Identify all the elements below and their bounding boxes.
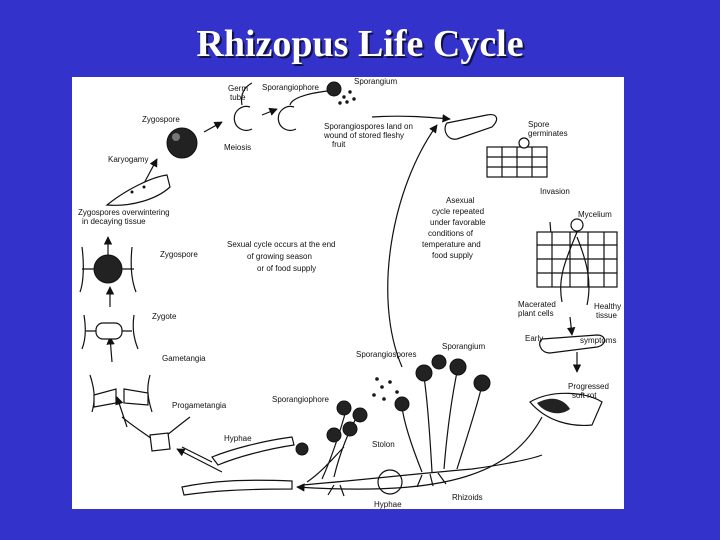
label-hyphae-bottom: Hyphae — [374, 500, 402, 509]
sporangiophore-cluster-left — [295, 400, 368, 483]
label-hyphae-left: Hyphae — [224, 434, 252, 443]
label-zygospore-top: Zygospore — [142, 115, 180, 124]
stolon-and-rhizoids — [301, 454, 543, 497]
soft-rot-fruit — [529, 392, 603, 426]
label-karyogamy: Karyogamy — [108, 155, 148, 164]
label-sporangium-bottom: Sporangium — [442, 342, 485, 351]
arrow-asexual-loop — [387, 124, 438, 368]
germinating-zygospore-2 — [277, 81, 356, 132]
label-gametangia: Gametangia — [162, 354, 206, 363]
label-spore-germinates-1: Spore — [528, 120, 550, 129]
label-germ-tube-1: Germ — [228, 84, 248, 93]
label-rhizoids: Rhizoids — [452, 493, 483, 502]
arrow-right-down-3 — [566, 316, 576, 336]
cycle-arrows — [103, 107, 582, 492]
label-asexual-1: Asexual — [446, 196, 475, 205]
label-healthy-2: tissue — [596, 311, 617, 320]
label-meiosis: Meiosis — [224, 143, 251, 152]
label-germ-tube-2: tube — [230, 93, 246, 102]
label-sexual-2: of growing season — [247, 252, 312, 261]
decaying-tissue-drawing — [105, 174, 171, 206]
zygospore-mid-drawing — [79, 246, 137, 293]
progametangia-drawing — [121, 416, 191, 452]
label-overwinter-2: in decaying tissue — [82, 217, 146, 226]
arrow-big-cycle — [296, 416, 543, 492]
label-invasion: Invasion — [540, 187, 570, 196]
label-zygospore-mid: Zygospore — [160, 250, 198, 259]
label-spores-land-2: wound of stored fleshy — [323, 131, 404, 140]
label-asexual-4: conditions of — [428, 229, 474, 238]
label-sexual-3: or of food supply — [257, 264, 316, 273]
arrow-top-3 — [371, 114, 451, 123]
arrow-left-up-1 — [176, 448, 223, 473]
arrow-top-1 — [203, 121, 223, 133]
label-sexual-1: Sexual cycle occurs at the end — [227, 240, 336, 249]
label-overwinter-1: Zygospores overwintering — [78, 208, 170, 217]
label-spores-land-3: fruit — [332, 140, 346, 149]
label-early: Early — [525, 334, 543, 343]
arrow-left-up-3 — [106, 336, 115, 363]
label-progressed-2: soft rot — [572, 391, 597, 400]
fleshy-fruit-top — [444, 114, 498, 140]
germinating-zygospore-1 — [233, 82, 253, 132]
arrow-top-2 — [261, 107, 278, 116]
label-sporangium-top: Sporangium — [354, 77, 397, 86]
zygote-drawing — [81, 314, 139, 350]
released-spores — [372, 377, 399, 401]
label-sporangiospores-bottom: Sporangiospores — [356, 350, 416, 359]
label-macerated-1: Macerated — [518, 300, 556, 309]
early-symptoms-fruit — [539, 334, 606, 354]
gametangia-drawing — [89, 374, 153, 413]
label-asexual-5: temperature and — [422, 240, 481, 249]
slide-title: Rhizopus Life Cycle — [196, 23, 524, 65]
label-zygote: Zygote — [152, 312, 177, 321]
zygospore-top-drawing — [166, 127, 198, 159]
life-cycle-figure: Germ tube Sporangiophore Sporangium Zygo… — [72, 77, 624, 509]
label-asexual-3: under favorable — [430, 218, 486, 227]
label-sporangiophore-top: Sporangiophore — [262, 83, 319, 92]
label-asexual-2: cycle repeated — [432, 207, 484, 216]
label-asexual-6: food supply — [432, 251, 473, 260]
label-stolon: Stolon — [372, 440, 395, 449]
arrow-bottom-hyphae — [181, 446, 213, 463]
life-cycle-diagram: Germ tube Sporangiophore Sporangium Zygo… — [78, 77, 621, 509]
label-healthy-1: Healthy — [594, 302, 621, 311]
hyphae-left-drawing — [181, 436, 295, 496]
label-symptoms: symptoms — [580, 336, 616, 345]
label-macerated-2: plant cells — [518, 309, 554, 318]
label-spore-germinates-2: germinates — [528, 129, 568, 138]
label-spores-land-1: Sporangiospores land on — [324, 122, 413, 131]
sporangiophore-cluster-right — [394, 354, 491, 473]
mycelium-tissue — [536, 218, 618, 306]
label-progressed-1: Progressed — [568, 382, 609, 391]
label-sporangiophore-bottom: Sporangiophore — [272, 395, 329, 404]
arrow-left-up-2 — [115, 396, 128, 428]
label-progametangia: Progametangia — [172, 401, 227, 410]
label-mycelium: Mycelium — [578, 210, 612, 219]
spore-germinates-tissue — [486, 137, 548, 178]
